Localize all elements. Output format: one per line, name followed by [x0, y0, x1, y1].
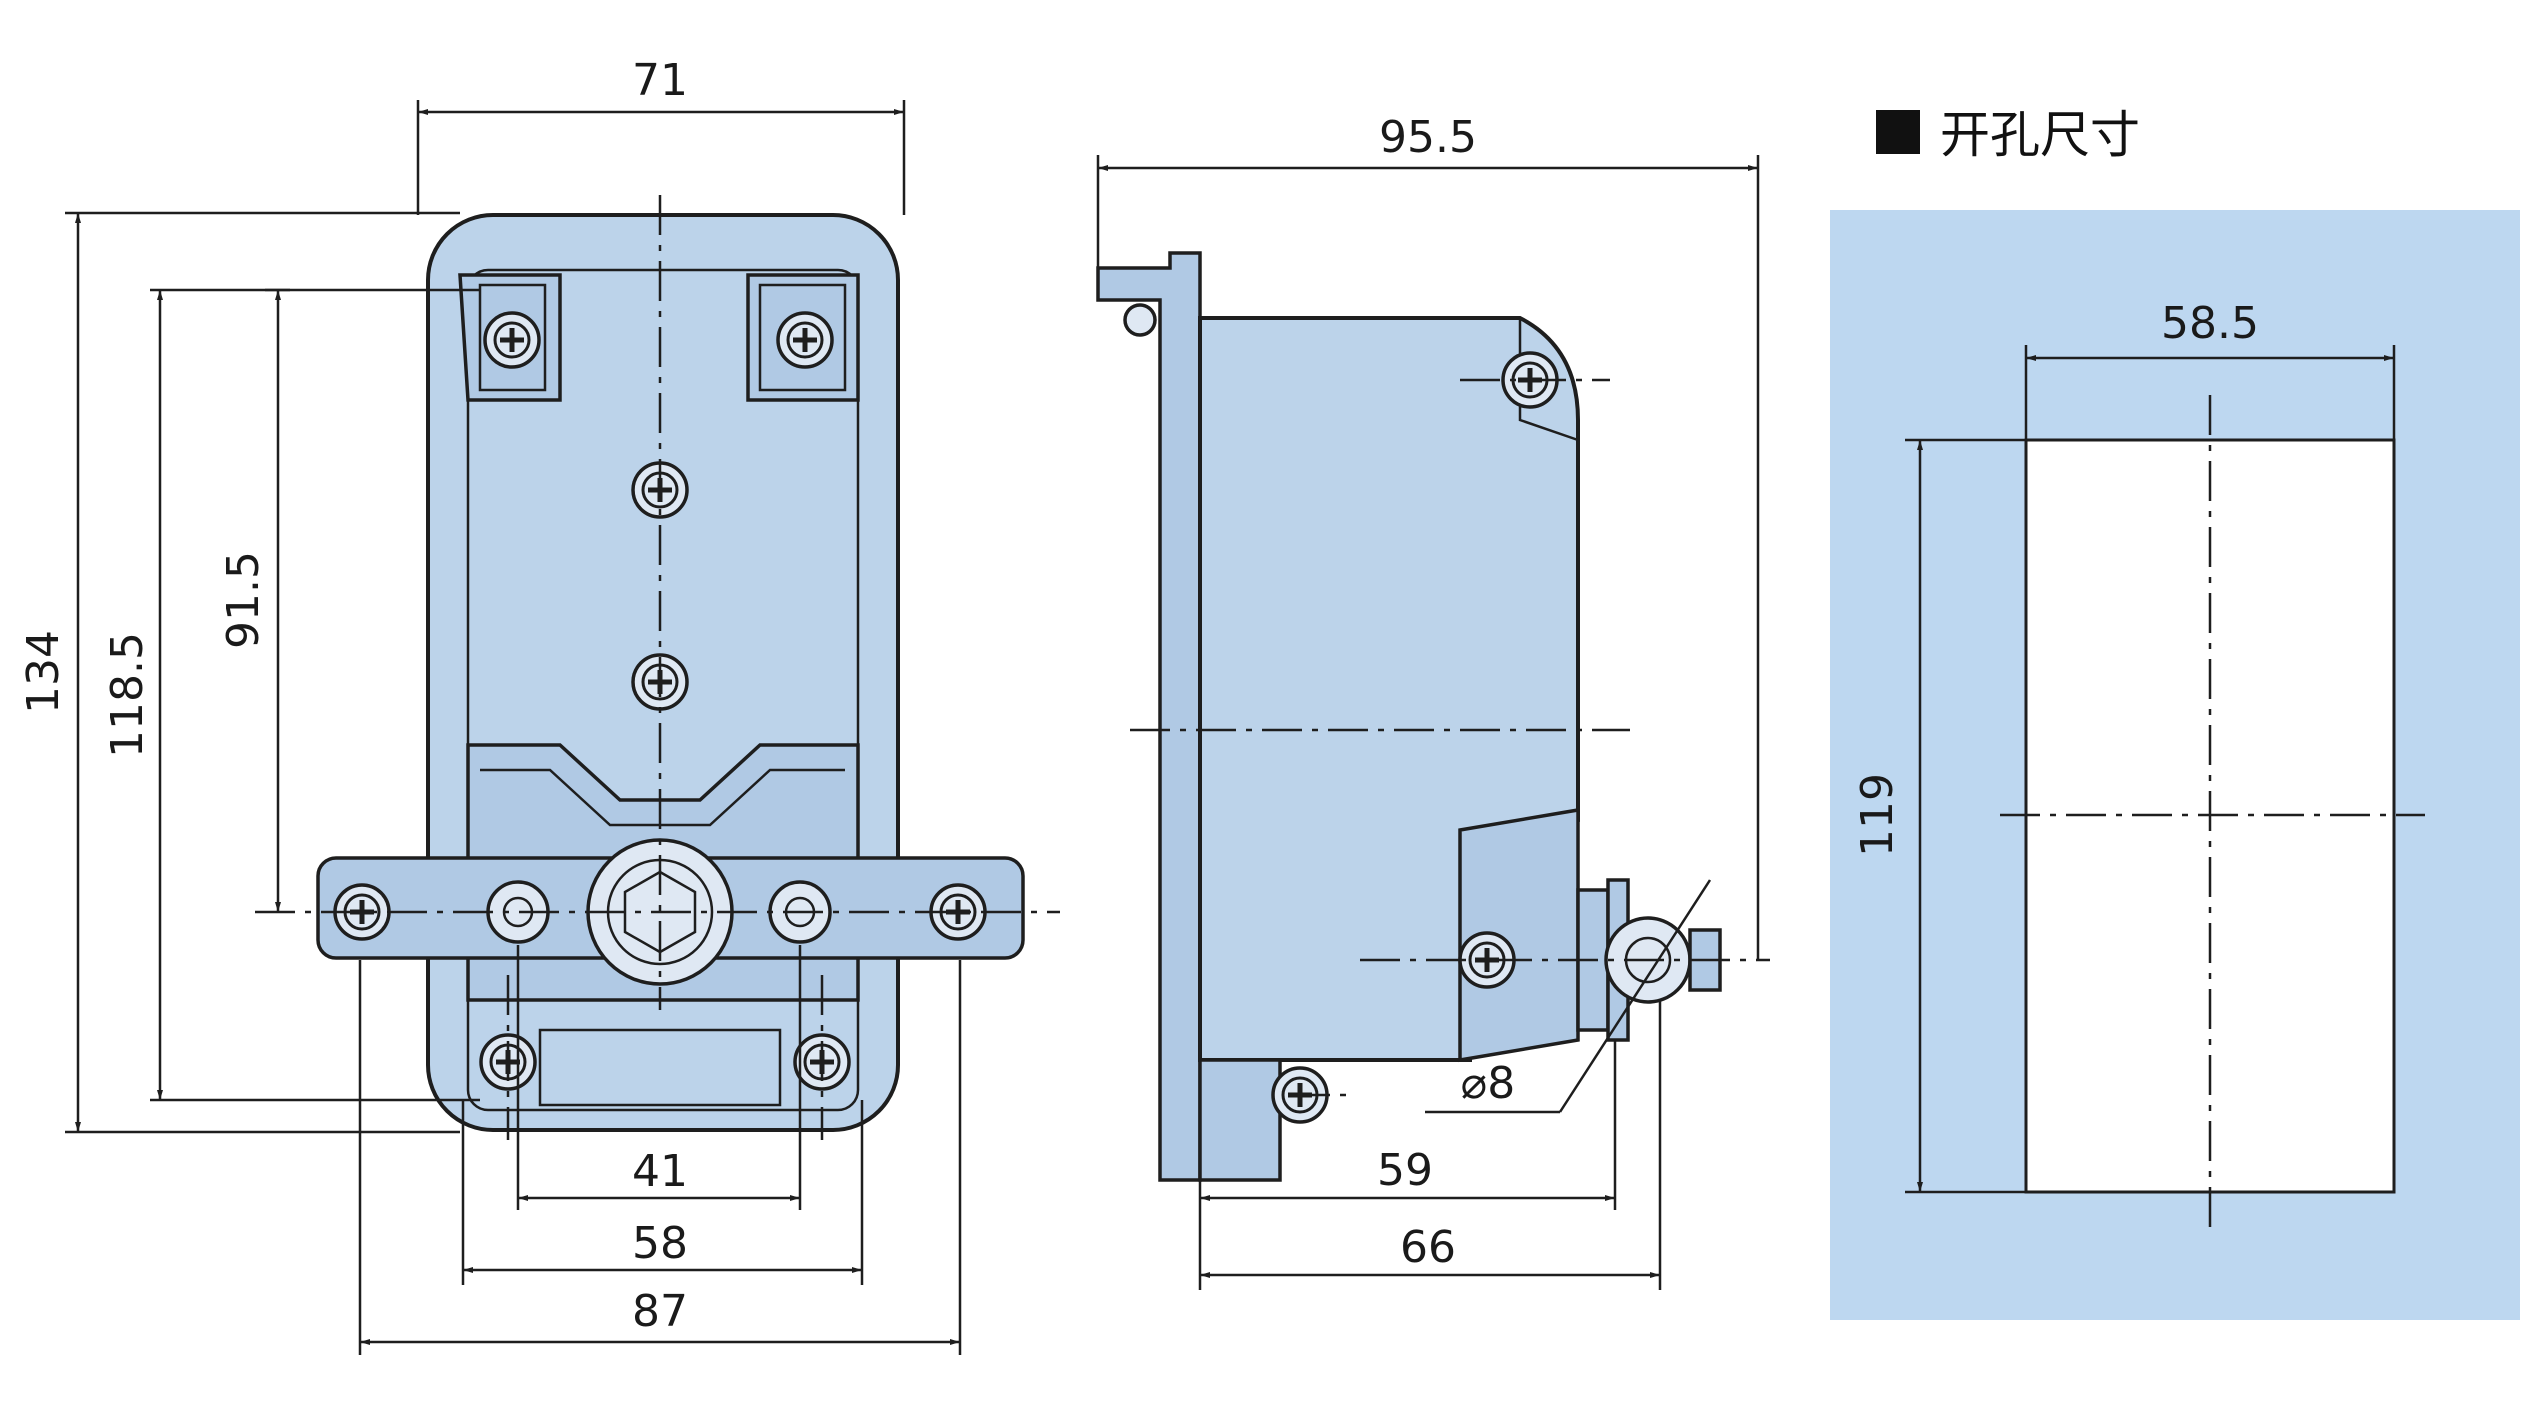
screw-top-left — [485, 313, 539, 367]
dim-119: 119 — [1852, 773, 1903, 857]
dim-59: 59 — [1377, 1145, 1433, 1196]
dim-41: 41 — [632, 1146, 688, 1197]
dim-58-5: 58.5 — [2161, 298, 2259, 349]
dim-87: 87 — [632, 1286, 688, 1337]
front-view: 71 134 118.5 91.5 41 58 87 — [18, 55, 1060, 1355]
dim-71: 71 — [632, 55, 688, 106]
side-bottom-mount — [1198, 1058, 1282, 1182]
cutout-title: 开孔尺寸 — [1940, 106, 2140, 164]
side-lower-block — [1458, 807, 1580, 1063]
side-view: 95.5 59 66 ⌀8 — [1096, 112, 1770, 1290]
screw-top-right — [778, 313, 832, 367]
dim-dia-8: ⌀8 — [1461, 1058, 1515, 1109]
dim-66: 66 — [1400, 1222, 1456, 1273]
title-marker — [1876, 110, 1920, 154]
dim-95-5: 95.5 — [1379, 112, 1477, 163]
dim-118-5: 118.5 — [102, 632, 153, 758]
dim-91-5: 91.5 — [218, 551, 269, 649]
side-flange — [1096, 251, 1202, 1182]
cutout-view: 开孔尺寸 58.5 119 — [1830, 106, 2520, 1320]
dim-58: 58 — [632, 1218, 688, 1269]
bottom-slot — [538, 1028, 782, 1107]
front-inner-panel — [466, 268, 860, 1112]
dim-134: 134 — [18, 630, 69, 714]
